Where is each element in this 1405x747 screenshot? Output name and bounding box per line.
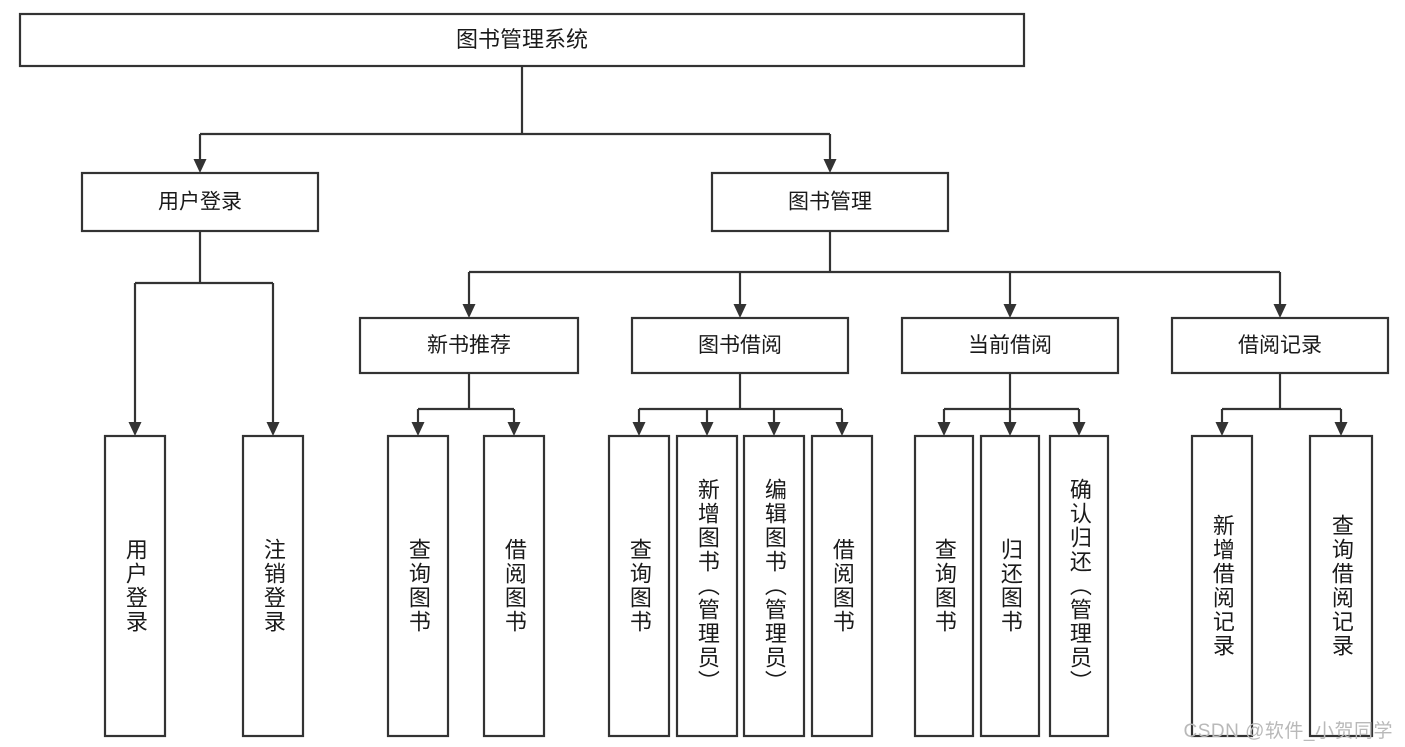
arrow-head-book-borrow-to-leaf-query-book-2 [632,422,646,436]
arrow-head-book-borrow-to-leaf-edit-book [767,422,781,436]
arrow-head-current-borrow-to-leaf-confirm-return [1072,422,1086,436]
node-box-leaf-edit-book[interactable] [742,434,806,738]
node-box-leaf-user-login[interactable] [103,434,167,738]
arrow-head-borrow-record-to-leaf-add-record [1215,422,1229,436]
arrow-head-new-book-rec-to-leaf-borrow-book-1 [507,422,521,436]
arrow-head-book-manage-to-book-borrow [733,304,747,318]
node-box-leaf-confirm-return[interactable] [1048,434,1110,738]
box-layer [18,12,1390,738]
arrow-head-book-borrow-to-leaf-borrow-book-2 [835,422,849,436]
watermark-text: CSDN @软件_小贺同学 [1183,721,1393,742]
node-box-leaf-query-book-3[interactable] [913,434,975,738]
node-label-book-manage: 图书管理 [788,191,872,214]
node-box-leaf-borrow-book-2[interactable] [810,434,874,738]
arrow-head-book-manage-to-borrow-record [1273,304,1287,318]
node-label-user-login: 用户登录 [158,191,242,214]
node-box-leaf-query-record[interactable] [1308,434,1374,738]
node-box-leaf-borrow-book-1[interactable] [482,434,546,738]
node-box-new-book-rec[interactable] [358,316,580,375]
node-box-book-manage[interactable] [710,171,950,233]
arrow-head-root-to-book-manage [823,159,837,173]
arrow-head-user-login-to-leaf-logout [266,422,280,436]
arrow-head-user-login-to-leaf-user-login [128,422,142,436]
node-label-borrow-record: 借阅记录 [1238,334,1322,357]
node-box-leaf-add-book[interactable] [675,434,739,738]
node-box-book-borrow[interactable] [630,316,850,375]
arrow-head-current-borrow-to-leaf-return-book [1003,422,1017,436]
node-box-leaf-add-record[interactable] [1190,434,1254,738]
node-box-user-login[interactable] [80,171,320,233]
arrow-head-new-book-rec-to-leaf-query-book-1 [411,422,425,436]
node-label-book-borrow: 图书借阅 [698,334,782,357]
node-box-leaf-query-book-2[interactable] [607,434,671,738]
node-label-root: 图书管理系统 [456,27,588,52]
node-box-root[interactable] [18,12,1026,68]
arrow-head-current-borrow-to-leaf-query-book-3 [937,422,951,436]
arrow-head-borrow-record-to-leaf-query-record [1334,422,1348,436]
node-label-current-borrow: 当前借阅 [968,334,1052,357]
arrow-head-root-to-user-login [193,159,207,173]
arrow-head-book-manage-to-new-book-rec [462,304,476,318]
node-box-leaf-logout[interactable] [241,434,305,738]
connector-layer [128,66,1348,436]
node-box-current-borrow[interactable] [900,316,1120,375]
node-box-borrow-record[interactable] [1170,316,1390,375]
arrow-head-book-borrow-to-leaf-add-book [700,422,714,436]
arrow-head-book-manage-to-current-borrow [1003,304,1017,318]
node-box-leaf-return-book[interactable] [979,434,1041,738]
node-box-leaf-query-book-1[interactable] [386,434,450,738]
node-label-new-book-rec: 新书推荐 [427,334,511,357]
